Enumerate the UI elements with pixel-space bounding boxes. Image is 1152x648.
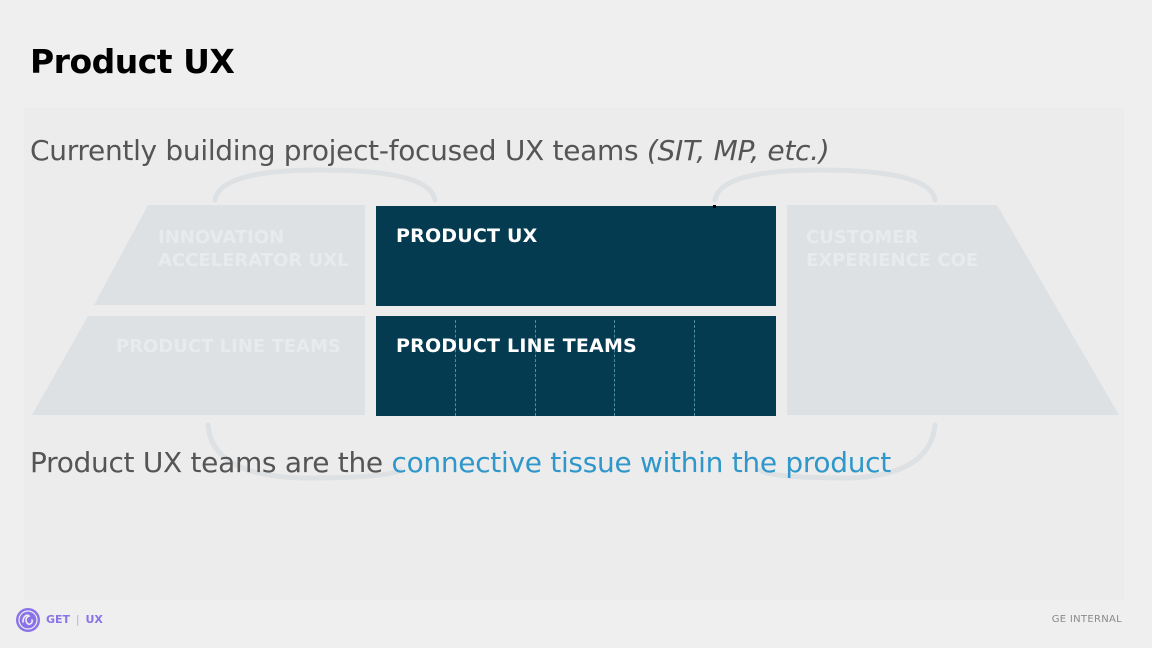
ghost-label-right-top-1: CUSTOMER [806, 227, 919, 248]
tagline-lead: Product UX teams are the [30, 446, 383, 479]
tagline: Product UX teams are the connective tiss… [30, 446, 891, 479]
team-divider [614, 320, 615, 416]
ge-monogram-icon [16, 608, 40, 632]
footer-classification: GE INTERNAL [1051, 614, 1122, 625]
product-ux-box: PRODUCT UX [376, 206, 776, 306]
footer-brand-ux: UX [85, 613, 103, 626]
tagline-highlight: connective tissue within the product [391, 446, 891, 479]
ghost-arrow-right-top [712, 167, 938, 203]
ghost-arrow-right-bottom [757, 422, 938, 481]
ghost-left-bottom-shape [32, 316, 365, 415]
ghost-right-shape [787, 205, 1119, 415]
footer-brand-get: GET [46, 613, 71, 626]
ghost-label-left-top-1: INNOVATION [158, 227, 284, 248]
product-line-teams-box: PRODUCT LINE TEAMS [376, 316, 776, 416]
ghost-label-left-bottom: PRODUCT LINE TEAMS [116, 336, 341, 357]
footer-brand: GET | UX [46, 613, 103, 626]
headline: Currently building project-focused UX te… [30, 134, 830, 167]
page-title: Product UX [30, 42, 235, 81]
ghost-arrow-left-top [212, 167, 438, 203]
ghost-arrow-left-bottom [205, 422, 403, 481]
team-divider [455, 320, 456, 416]
team-divider [694, 320, 695, 416]
team-divider [535, 320, 536, 416]
footer-brand-separator: | [75, 613, 80, 626]
tick-mark [713, 205, 716, 208]
product-line-teams-label: PRODUCT LINE TEAMS [396, 335, 637, 357]
ghost-label-left-top-2: ACCELERATOR UXL [158, 250, 348, 271]
ghost-label-right-top-2: EXPERIENCE COE [806, 250, 978, 271]
headline-aside: (SIT, MP, etc.) [646, 134, 830, 167]
headline-text: Currently building project-focused UX te… [30, 134, 639, 167]
product-ux-label: PRODUCT UX [396, 225, 538, 247]
ghost-left-top-shape [94, 205, 365, 305]
